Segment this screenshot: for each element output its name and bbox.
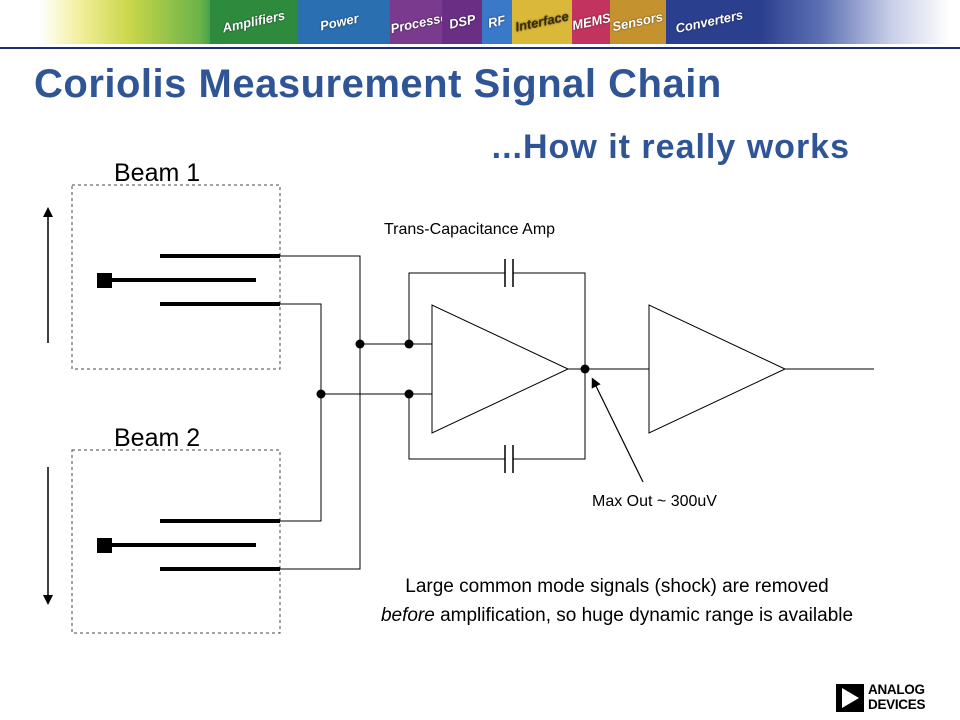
logo-line-1: ANALOG <box>868 682 925 697</box>
junction-dots <box>316 339 590 399</box>
product-banner: Amplifiers Power Management Processors D… <box>0 0 960 44</box>
beam-2-label: Beam 2 <box>114 424 200 452</box>
note-line-1: Large common mode signals (shock) are re… <box>405 576 829 597</box>
output-pointer-arrow <box>591 377 644 483</box>
gain-stage-amplifier <box>648 304 787 434</box>
beam-1-structure: Beam 1 <box>43 159 281 370</box>
feedback-wire-top-left <box>408 272 505 344</box>
feedback-wire-bottom-right <box>513 369 586 460</box>
slide-subtitle: ...How it really works <box>491 128 850 166</box>
banner-divider <box>0 47 960 49</box>
feedback-network <box>408 259 586 473</box>
banner-tile-converters: Converters <box>666 0 752 44</box>
slide-title: Coriolis Measurement Signal Chain <box>34 62 722 106</box>
banner-tile-power-management: Power Management <box>298 0 390 44</box>
banner-tile-sensors: Sensors <box>610 0 666 44</box>
feedback-wire-top-right <box>513 272 586 369</box>
analog-devices-logo: ANALOG DEVICES <box>836 682 936 713</box>
junction-dot <box>580 364 590 374</box>
logo-line-2: DEVICES <box>868 697 926 712</box>
junction-dot <box>404 389 414 399</box>
note-emphasis: before <box>380 605 435 626</box>
banner-tile-processors: Processors <box>390 0 442 44</box>
beam-2-dashed-box <box>71 449 281 634</box>
note-line-2-rest: amplification, so huge dynamic range is … <box>434 605 854 626</box>
feedback-wire-bottom-left <box>408 394 505 460</box>
output-label: Max Out ~ 300uV <box>592 493 717 510</box>
wire-inner-electrodes <box>280 303 322 522</box>
banner-tile-rf: RF <box>482 0 512 44</box>
junction-dot <box>355 339 365 349</box>
beam-2-structure: Beam 2 <box>43 424 281 634</box>
amp-label: Trans-Capacitance Amp <box>384 221 555 238</box>
banner-tile-mems: MEMS <box>572 0 610 44</box>
junction-dot <box>404 339 414 349</box>
beam-1-label: Beam 1 <box>114 159 200 187</box>
note-line-2: before amplification, so huge dynamic ra… <box>300 601 934 630</box>
logo-triangle-icon <box>836 684 864 712</box>
trans-capacitance-amplifier <box>431 304 570 434</box>
beam-1-anchor <box>97 273 112 288</box>
banner-tile-dsp: DSP <box>442 0 482 44</box>
beam-2-anchor <box>97 538 112 553</box>
banner-tile-amplifiers: Amplifiers <box>210 0 298 44</box>
junction-dot <box>316 389 326 399</box>
common-mode-note: Large common mode signals (shock) are re… <box>300 572 934 630</box>
wire-top-bottom-electrodes <box>280 255 361 570</box>
logo-wordmark: ANALOG DEVICES <box>868 682 925 712</box>
banner-tile-interface: Interface <box>512 0 572 44</box>
beam-1-dashed-box <box>71 184 281 370</box>
